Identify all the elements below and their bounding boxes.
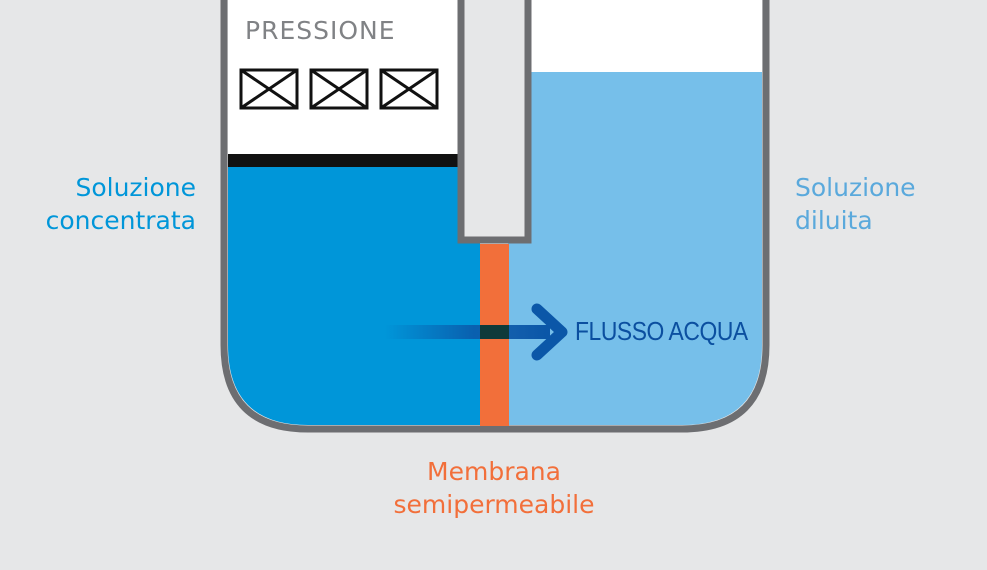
right-chamber-air bbox=[531, 0, 762, 72]
water-flow-label: FLUSSO ACQUA bbox=[575, 316, 748, 346]
concentrated-label-line1: Soluzione bbox=[75, 173, 196, 202]
membrane-label-line1: Membrana bbox=[427, 457, 561, 486]
divider-wall bbox=[457, 0, 532, 244]
weight-box-icon bbox=[309, 68, 369, 110]
diluted-solution-label: Soluzione diluita bbox=[795, 171, 916, 237]
piston-plate bbox=[228, 154, 458, 167]
vessel-outline bbox=[220, 0, 770, 433]
concentrated-solution bbox=[228, 166, 480, 425]
weight-box-icon bbox=[379, 68, 439, 110]
concentrated-solution-label: Soluzione concentrata bbox=[46, 171, 196, 237]
pressure-label: PRESSIONE bbox=[245, 16, 396, 45]
membrane-label: Membrana semipermeabile bbox=[394, 455, 595, 521]
diluted-label-line2: diluita bbox=[795, 206, 873, 235]
weight-box-icon bbox=[239, 68, 299, 110]
membrane-label-line2: semipermeabile bbox=[393, 490, 595, 519]
concentrated-label-line2: concentrata bbox=[45, 206, 196, 235]
diluted-solution bbox=[508, 72, 762, 425]
diluted-label-line1: Soluzione bbox=[795, 173, 916, 202]
flow-arrow-icon bbox=[385, 303, 568, 361]
